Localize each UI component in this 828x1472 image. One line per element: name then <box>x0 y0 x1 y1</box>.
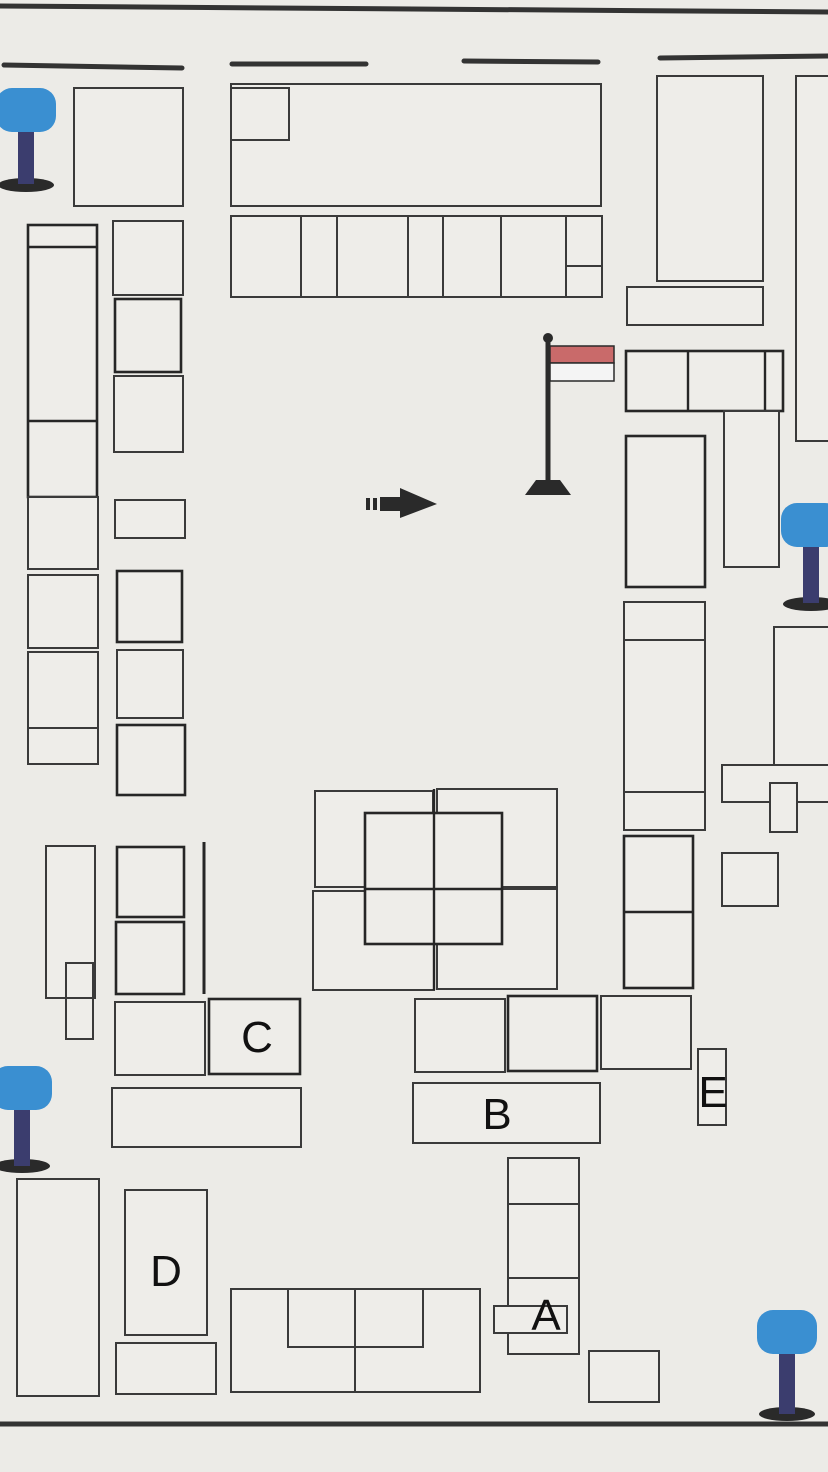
roads <box>0 3 828 1427</box>
building <box>414 998 506 1073</box>
water-tower-icon <box>757 1310 817 1421</box>
building <box>26 223 99 499</box>
top-road-line <box>0 3 828 15</box>
building <box>769 782 798 833</box>
building-e <box>697 1048 727 1126</box>
building <box>116 649 184 719</box>
building <box>721 852 779 907</box>
building <box>112 220 184 296</box>
building <box>115 845 186 919</box>
building <box>115 1342 217 1395</box>
building <box>656 75 764 282</box>
building <box>623 601 706 831</box>
building <box>27 574 99 649</box>
building <box>115 569 184 644</box>
label-b: B <box>482 1090 512 1139</box>
label-a: A <box>531 1291 561 1340</box>
building <box>795 75 828 442</box>
building <box>626 286 764 326</box>
building <box>27 496 99 570</box>
label-d: D <box>150 1247 182 1296</box>
building <box>114 499 186 539</box>
building <box>73 87 184 207</box>
building <box>111 1087 302 1148</box>
building <box>114 920 186 996</box>
building <box>624 349 785 413</box>
building <box>113 375 184 453</box>
building <box>506 994 599 1073</box>
building <box>588 1350 660 1403</box>
road-dash <box>1 62 185 71</box>
building <box>114 1001 206 1076</box>
building <box>493 1305 568 1334</box>
building <box>115 723 187 797</box>
building <box>113 297 183 374</box>
building <box>600 995 692 1070</box>
building <box>230 83 602 207</box>
building <box>16 1178 100 1397</box>
label-e: E <box>698 1068 728 1117</box>
building <box>773 626 828 766</box>
water-tower-icon <box>0 1066 52 1173</box>
building <box>230 215 603 298</box>
road-dash <box>461 58 601 65</box>
building <box>65 962 94 1040</box>
building-c <box>207 997 302 1076</box>
flag-icon <box>525 333 615 495</box>
building-b <box>412 1082 601 1144</box>
water-tower-icon <box>0 88 56 192</box>
building <box>723 410 780 568</box>
water-tower-icon <box>781 503 828 611</box>
building <box>27 727 99 765</box>
label-c: C <box>241 1013 273 1062</box>
building-d <box>124 1189 208 1336</box>
road-dash <box>657 53 828 61</box>
arrow-icon <box>366 488 437 518</box>
building <box>230 87 290 141</box>
buildings <box>16 75 828 1403</box>
building <box>624 434 707 589</box>
building <box>27 651 99 729</box>
